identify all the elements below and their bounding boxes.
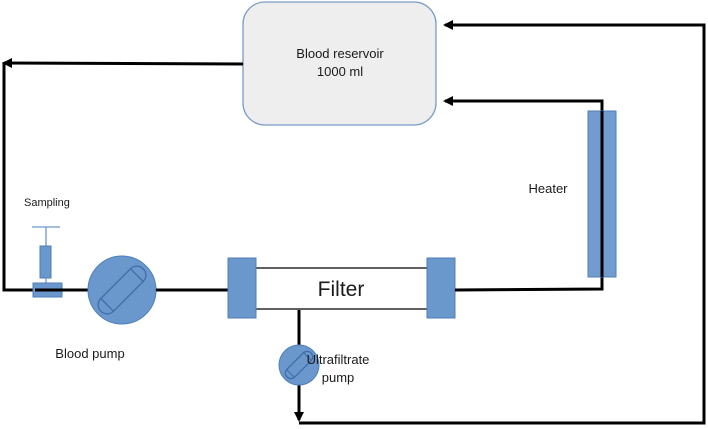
filter-label: Filter [318,278,365,301]
blood-pump: Blood pump [55,255,157,361]
ultrafiltrate-pump-label-line2: pump [322,370,355,385]
heater: Heater [528,110,617,278]
ultrafiltrate-pump: Ultrafiltrate pump [278,344,370,386]
sampling-port: Sampling [24,197,90,298]
filter-to-heater-line [443,96,604,292]
reservoir-volume: 1000 ml [317,64,363,79]
return-loop-line [299,20,706,425]
heater-label: Heater [528,181,568,196]
reservoir-outlet-line [2,58,244,292]
sampling-label: Sampling [24,197,70,209]
filter: Filter [227,257,456,319]
blood-pump-label: Blood pump [55,346,124,361]
ultrafiltrate-pump-label: Ultrafiltrate [307,352,370,367]
reservoir-label: Blood reservoir [296,46,384,61]
blood-reservoir: Blood reservoir 1000 ml [242,1,437,126]
